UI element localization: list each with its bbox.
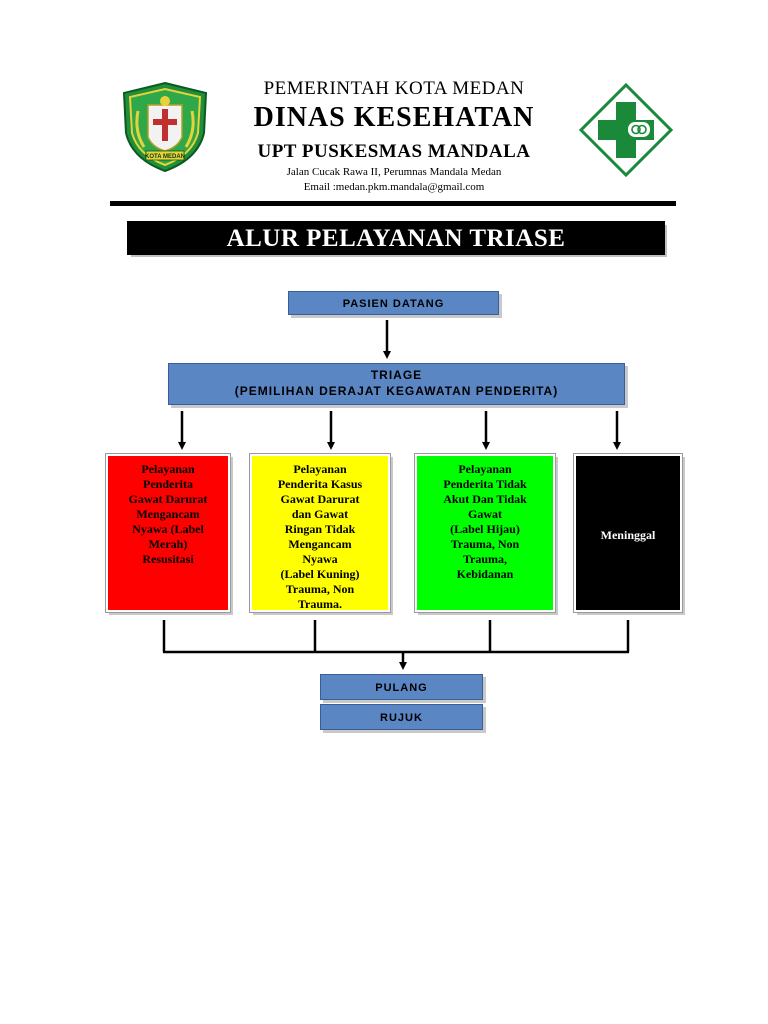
- category-yellow-box: Pelayanan Penderita Kasus Gawat Darurat …: [249, 453, 391, 613]
- category-black-text: Meninggal: [600, 528, 656, 542]
- category-yellow-text: Pelayanan Penderita Kasus Gawat Darurat …: [277, 462, 363, 611]
- category-red-text: Pelayanan Penderita Gawat Darurat Mengan…: [128, 462, 208, 566]
- header-unit: UPT PUSKESMAS MANDALA: [257, 141, 531, 162]
- page-title: ALUR PELAYANAN TRIASE: [127, 221, 665, 255]
- category-green-box: Pelayanan Penderita Tidak Akut Dan Tidak…: [414, 453, 556, 613]
- header-department: DINAS KESEHATAN: [253, 102, 535, 133]
- box-pasien-datang: PASIEN DATANG: [288, 291, 499, 315]
- box-triage: TRIAGE (PEMILIHAN DERAJAT KEGAWATAN PEND…: [168, 363, 625, 405]
- city-emblem-icon: KOTA MEDAN: [122, 81, 208, 173]
- triage-title: TRIAGE: [370, 368, 423, 382]
- box-rujuk: RUJUK: [320, 704, 483, 730]
- category-green-text: Pelayanan Penderita Tidak Akut Dan Tidak…: [443, 462, 527, 581]
- health-cross-icon: [578, 82, 674, 178]
- category-red-box: Pelayanan Penderita Gawat Darurat Mengan…: [105, 453, 231, 613]
- triage-subtitle: (PEMILIHAN DERAJAT KEGAWATAN PENDERITA): [234, 384, 559, 398]
- header-government: PEMERINTAH KOTA MEDAN: [263, 78, 525, 99]
- header-email: Email :medan.pkm.mandala@gmail.com: [303, 181, 485, 193]
- logo-ribbon-text: KOTA MEDAN: [145, 154, 185, 160]
- header-address: Jalan Cucak Rawa II, Perumnas Mandala Me…: [286, 166, 502, 178]
- header-divider: [110, 201, 676, 206]
- category-black-box: Meninggal: [573, 453, 683, 613]
- box-pulang: PULANG: [320, 674, 483, 700]
